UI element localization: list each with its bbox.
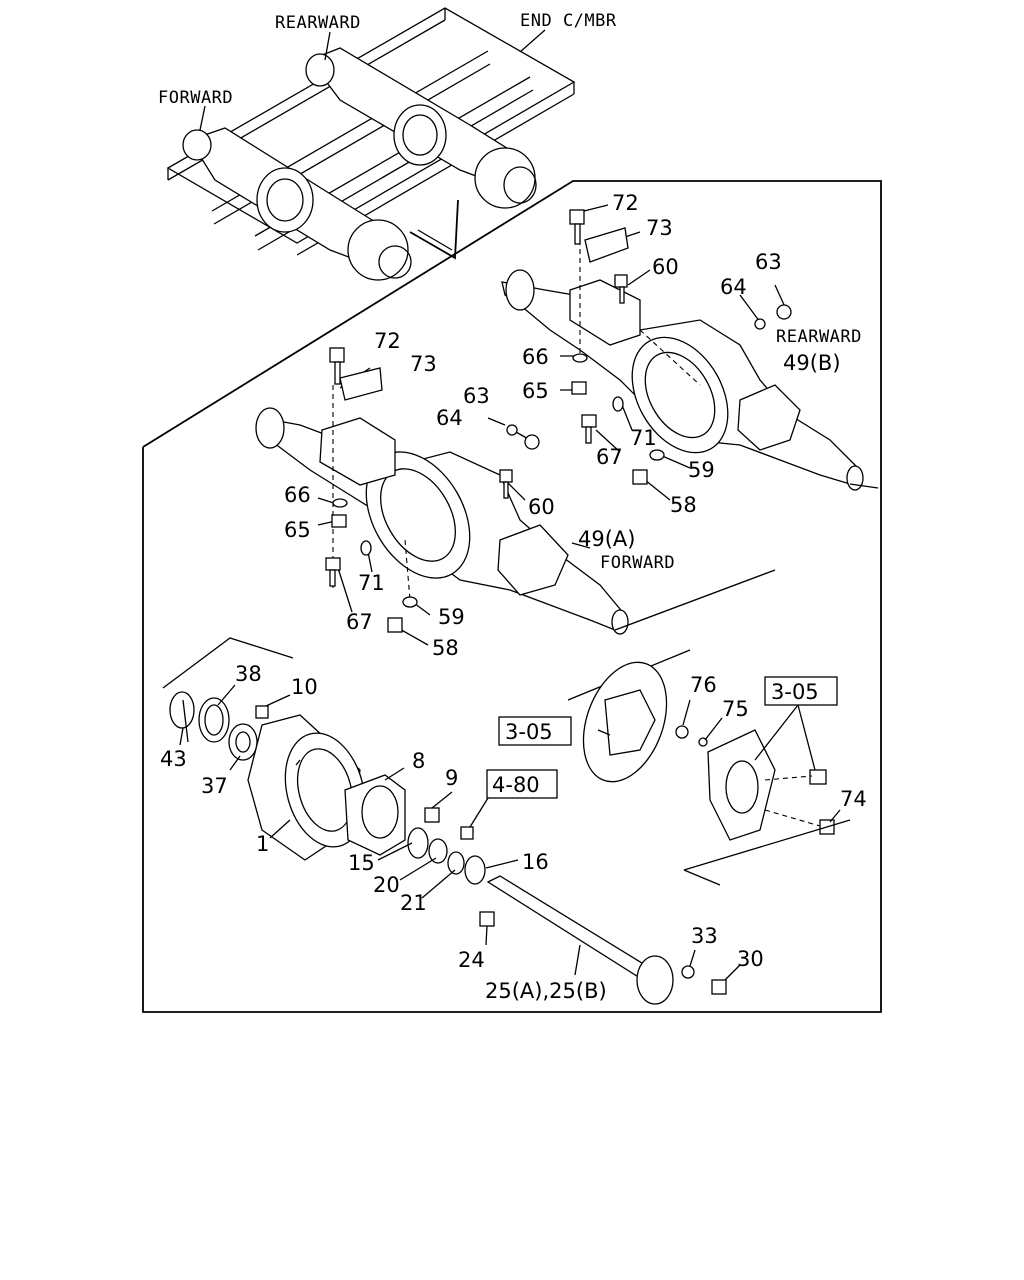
callout-60-forward: 60 <box>528 495 555 519</box>
ref-480: 4-80 <box>492 773 540 797</box>
callout-67-forward: 67 <box>346 610 373 634</box>
callout-64-forward: 64 <box>436 406 463 430</box>
axle-fasteners <box>325 209 792 633</box>
callout-67-rear: 67 <box>596 445 623 469</box>
label-axle-49a: 49(A) <box>578 527 635 551</box>
axle-leader-lines <box>317 204 879 646</box>
forward-axle-housing <box>255 407 629 635</box>
ref-305-left: 3-05 <box>505 720 553 744</box>
callout-65-forward: 65 <box>284 518 311 542</box>
callout-75: 75 <box>722 697 749 721</box>
callout-72-forward: 72 <box>374 329 401 353</box>
hub-leader-lines <box>179 684 741 981</box>
callout-21: 21 <box>400 891 427 915</box>
callout-58-rear: 58 <box>670 493 697 517</box>
callout-20: 20 <box>373 873 400 897</box>
callout-9: 9 <box>445 766 458 790</box>
ref-305-right: 3-05 <box>771 680 819 704</box>
callout-37: 37 <box>201 774 228 798</box>
callout-71-forward: 71 <box>358 571 385 595</box>
callout-58-forward: 58 <box>432 636 459 660</box>
ref-box-305-right <box>764 676 838 706</box>
callout-74: 74 <box>840 787 867 811</box>
rear-axle-housing <box>501 269 864 491</box>
callout-60-rear: 60 <box>652 255 679 279</box>
callout-76: 76 <box>690 673 717 697</box>
callout-33: 33 <box>691 924 718 948</box>
callout-63-forward: 63 <box>463 384 490 408</box>
label-axle-49b: 49(B) <box>783 351 841 375</box>
callout-66-rear: 66 <box>522 345 549 369</box>
callout-59-rear: 59 <box>688 458 715 482</box>
vehicle-frame-overview <box>166 7 576 281</box>
callout-66-forward: 66 <box>284 483 311 507</box>
diagram-frame <box>142 180 882 1013</box>
callout-65-rear: 65 <box>522 379 549 403</box>
callout-24: 24 <box>458 948 485 972</box>
callout-64-rear: 64 <box>720 275 747 299</box>
callout-15: 15 <box>348 851 375 875</box>
label-forward-mid: FORWARD <box>600 553 675 573</box>
brake-backing-plate <box>567 649 851 886</box>
label-forward-top: FORWARD <box>158 88 233 108</box>
callout-8: 8 <box>412 749 425 773</box>
callout-38: 38 <box>235 662 262 686</box>
callout-16: 16 <box>522 850 549 874</box>
callout-72-rear: 72 <box>612 191 639 215</box>
label-rearward-top: REARWARD <box>275 13 361 33</box>
callout-10: 10 <box>291 675 318 699</box>
callout-59-forward: 59 <box>438 605 465 629</box>
callout-73-rear: 73 <box>646 216 673 240</box>
callout-71-rear: 71 <box>630 426 657 450</box>
callout-73-forward: 73 <box>410 352 437 376</box>
callout-63-rear: 63 <box>755 250 782 274</box>
callout-1: 1 <box>256 832 269 856</box>
label-end-crossmember: END C/MBR <box>520 11 617 31</box>
callout-43: 43 <box>160 747 187 771</box>
ref-box-305-left <box>498 716 572 746</box>
ref-box-480 <box>486 769 558 799</box>
label-rearward-mid: REARWARD <box>776 327 862 347</box>
label-shaft-25: 25(A),25(B) <box>485 979 607 1003</box>
callout-30: 30 <box>737 947 764 971</box>
hub-assembly <box>162 637 727 1005</box>
